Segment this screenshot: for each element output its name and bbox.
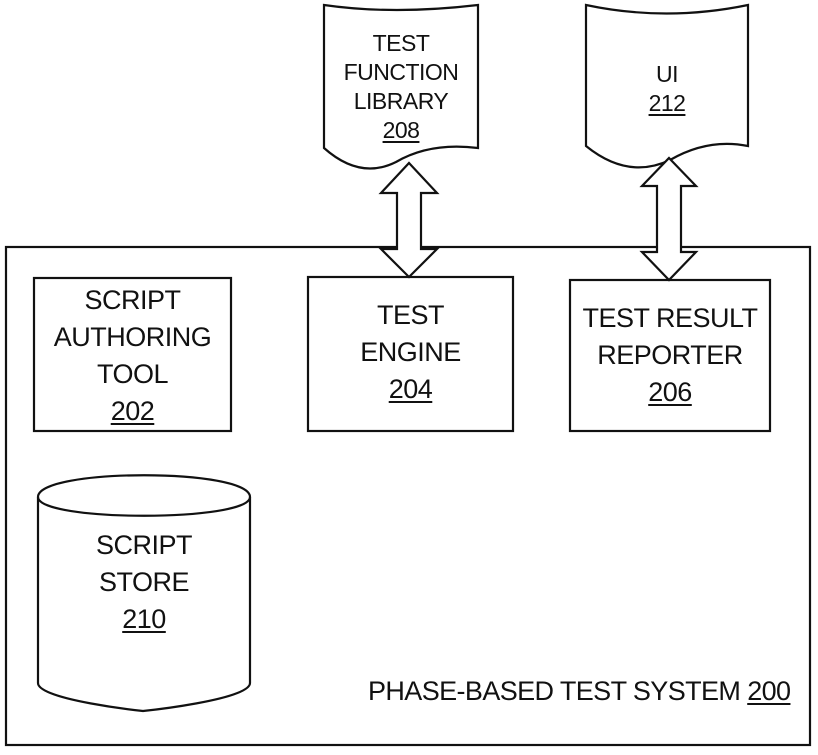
script-store-cylinder — [36, 474, 252, 713]
result-reporter-label: TEST RESULT REPORTER 206 — [570, 300, 770, 411]
result-reporter-line: TEST RESULT — [582, 303, 758, 333]
script-store-line: STORE — [98, 567, 190, 597]
function-library-line: TEST — [372, 30, 430, 56]
ui-line: UI — [656, 61, 679, 87]
result-reporter-box — [568, 278, 772, 433]
authoring-tool-ref: 202 — [110, 396, 155, 426]
function-library-label: TEST FUNCTION LIBRARY 208 — [324, 29, 478, 145]
authoring-tool-box — [32, 276, 233, 433]
ui-ref: 212 — [648, 90, 686, 116]
script-store-line: SCRIPT — [95, 530, 193, 560]
system-label: PHASE-BASED TEST SYSTEM 200 — [368, 676, 791, 707]
library-engine-arrow — [378, 161, 440, 279]
test-engine-line: ENGINE — [360, 337, 461, 367]
system-ref: 200 — [747, 676, 791, 706]
result-reporter-line: REPORTER — [597, 340, 743, 370]
function-library-line: LIBRARY — [353, 88, 449, 114]
script-store-cylinder-rim — [36, 496, 252, 517]
function-library-ref: 208 — [382, 117, 420, 143]
function-library-shape — [322, 3, 480, 170]
ui-label: UI 212 — [586, 60, 748, 118]
authoring-tool-line: AUTHORING — [53, 322, 212, 352]
function-library-line: FUNCTION — [343, 59, 459, 85]
test-engine-line: TEST — [376, 300, 445, 330]
test-engine-label: TEST ENGINE 204 — [308, 297, 513, 408]
test-engine-ref: 204 — [388, 374, 433, 404]
authoring-tool-line: TOOL — [96, 359, 169, 389]
authoring-tool-label: SCRIPT AUTHORING TOOL 202 — [34, 282, 231, 430]
ui-reporter-arrow — [639, 156, 699, 282]
ui-shape — [584, 3, 750, 169]
script-store-ref: 210 — [122, 604, 166, 634]
authoring-tool-line: SCRIPT — [84, 285, 181, 315]
system-label-text: PHASE-BASED TEST SYSTEM — [368, 676, 741, 706]
script-store-label: SCRIPT STORE 210 — [38, 527, 250, 638]
result-reporter-ref: 206 — [648, 377, 692, 407]
